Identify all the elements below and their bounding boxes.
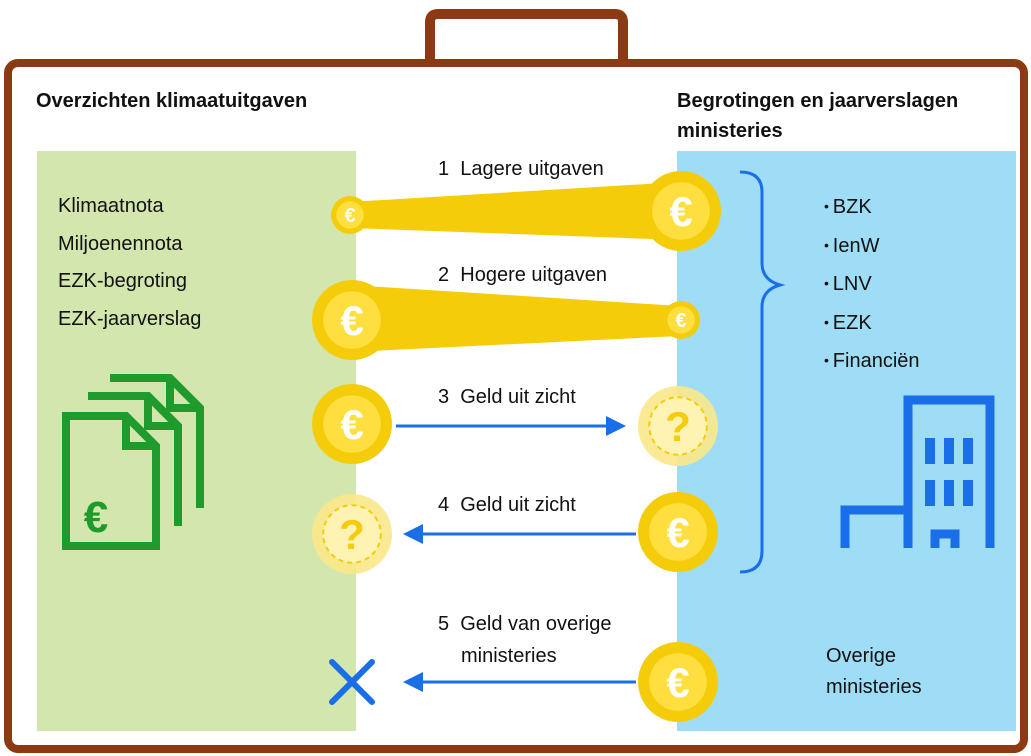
ministries-bracket [739, 170, 786, 574]
briefcase-handle [425, 9, 628, 67]
flow-5-arrow [403, 672, 636, 692]
ministry-list: BZK IenW LNV EZK Financiën [824, 188, 920, 381]
building-windows [925, 438, 973, 506]
left-panel-title: Overzichten klimaatuitgaven [36, 90, 308, 112]
other-ministries-line2: ministeries [826, 676, 922, 698]
flow-1-label: 1 Lagere uitgaven [438, 158, 604, 180]
svg-text:€: € [344, 205, 355, 227]
source-item: Miljoenennota [58, 232, 183, 255]
right-panel-title-line2: ministeries [677, 120, 783, 142]
flow-4-label: 4 Geld uit zicht [438, 494, 576, 516]
svg-text:€: € [666, 659, 689, 706]
svg-text:€: € [675, 310, 686, 332]
source-item: EZK-jaarverslag [58, 307, 202, 330]
euro-coin-icon: € [638, 642, 718, 722]
flow-5-label-line2: ministeries [461, 645, 557, 667]
svg-text:?: ? [339, 511, 365, 558]
source-item: Klimaatnota [58, 195, 164, 217]
right-panel-title-line1: Begrotingen en jaarverslagen [677, 90, 959, 112]
svg-text:€: € [340, 297, 363, 344]
question-coin-icon: ? [638, 386, 718, 466]
ministry-item: IenW [824, 235, 879, 257]
question-coin-icon: ? [312, 494, 392, 574]
building-icon [840, 395, 995, 548]
euro-coin-icon: € [662, 301, 700, 339]
source-list: Klimaatnota Miljoenennota EZK-begroting … [58, 188, 201, 338]
flow-4-arrow [403, 524, 636, 544]
euro-coin-icon: € [312, 280, 392, 360]
flow-3-arrow [396, 416, 626, 436]
ministry-item: EZK [824, 312, 872, 334]
other-ministries-line1: Overige [826, 645, 897, 667]
ministry-item: LNV [824, 273, 872, 295]
flow-2-beam [350, 285, 680, 352]
right-panel [677, 151, 1016, 731]
svg-text:€: € [666, 509, 689, 556]
svg-text:€: € [669, 188, 692, 235]
euro-coin-icon: € [641, 171, 721, 251]
svg-text:€: € [340, 401, 363, 448]
ministry-item: Financiën [824, 350, 920, 372]
svg-text:?: ? [665, 403, 691, 450]
euro-coin-icon: € [638, 492, 718, 572]
flow-2-label: 2 Hogere uitgaven [438, 264, 608, 286]
source-item: EZK-begroting [58, 270, 187, 292]
documents-euro-icon: € [84, 493, 108, 542]
flow-1-beam [350, 182, 680, 240]
cross-icon [329, 659, 375, 705]
documents-icon [62, 374, 204, 550]
euro-coin-icon: € [331, 196, 369, 234]
flow-5-label: 5 Geld van overige [438, 613, 612, 635]
ministry-item: BZK [824, 196, 872, 218]
flow-3-label: 3 Geld uit zicht [438, 386, 576, 408]
euro-coin-icon: € [312, 384, 392, 464]
